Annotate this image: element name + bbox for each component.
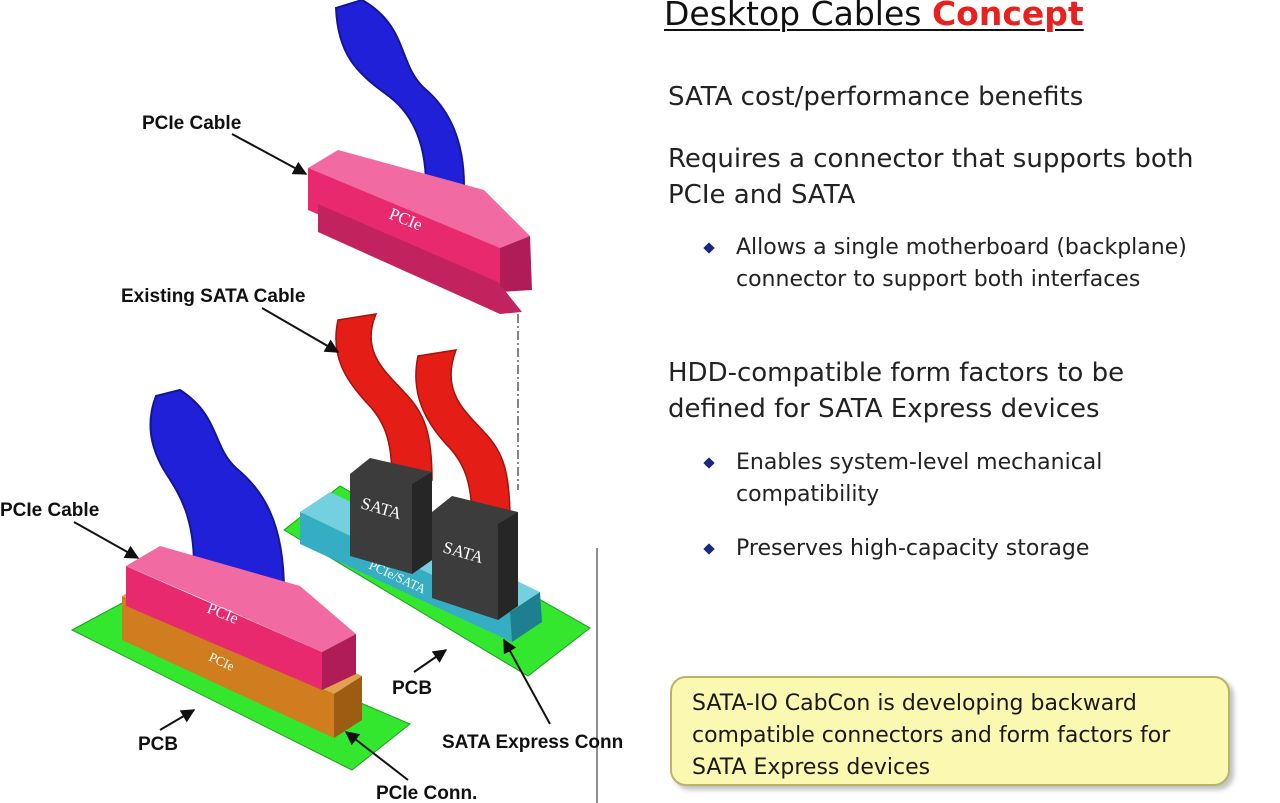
point-3: HDD-compatible form factors to be define…	[668, 358, 1125, 424]
label-pcie-cable-top: PCIe Cable	[142, 113, 241, 134]
label-pcie-conn: PCIe Conn.	[376, 783, 477, 803]
point-2: Requires a connector that supports both …	[668, 144, 1194, 210]
sata-cable-1	[335, 313, 433, 481]
arrow-pcie-conn	[344, 731, 409, 781]
bullet-diamond-icon	[703, 543, 715, 555]
title-part1: Desktop Cables	[664, 0, 932, 33]
point-1: SATA cost/performance benefits	[668, 82, 1084, 112]
arrow-pcb-right	[413, 649, 448, 673]
arrow-pcie-cable-left	[73, 521, 140, 559]
callout-text: SATA-IO CabCon is developing backward co…	[692, 691, 1171, 780]
slide-title: Desktop Cables Concept	[664, 0, 1084, 32]
arrow-pcie-cable-top	[231, 133, 308, 175]
top-pcie-assembly: PCIe	[308, 0, 532, 314]
bullet-diamond-icon	[703, 242, 715, 254]
top-pcie-connector-front	[308, 168, 500, 292]
callout-box: SATA-IO CabCon is developing backward co…	[670, 676, 1230, 786]
point-2-sub-1: Allows a single motherboard (backplane) …	[736, 235, 1187, 292]
left-pcie-connector-top	[126, 546, 356, 652]
arrow-pcb-left	[159, 709, 196, 731]
pcie-conn-side	[334, 676, 362, 738]
bullet-diamond-icon	[703, 457, 715, 469]
point-3-sub-2: Preserves high-capacity storage	[736, 536, 1090, 561]
title-part2: Concept	[931, 0, 1084, 33]
top-pcie-connector-lower	[318, 204, 522, 314]
left-pcie-connector-front	[126, 566, 322, 690]
sata-connector-1	[350, 458, 432, 574]
arrow-sata-express-conn	[503, 638, 551, 725]
top-pcie-connector-top	[308, 150, 530, 248]
left-pcie-connector-side	[322, 634, 356, 690]
sata-connector-1-shade	[412, 472, 432, 574]
top-pcie-connector-side	[500, 236, 532, 292]
arrow-existing-sata-cable	[261, 307, 340, 353]
label-existing-sata-cable: Existing SATA Cable	[121, 286, 305, 307]
sata-connector-2	[432, 496, 518, 620]
sata-express-connector-side	[510, 592, 542, 642]
cable-connector-illustration: PCIe PCIe/SATA SATA SATA PCIe PCIe PCIe …	[0, 0, 623, 803]
pcie-conn-front	[122, 596, 334, 738]
point-3-sub-1: Enables system-level mechanical compatib…	[736, 450, 1103, 507]
sata-connector-2-shade	[498, 512, 518, 620]
left-pcie-assembly: PCIe PCIe	[70, 388, 411, 771]
label-pcb-right: PCB	[392, 678, 432, 699]
label-sata-express-conn: SATA Express Conn	[442, 732, 623, 753]
label-pcb-left: PCB	[138, 734, 178, 755]
label-pcie-cable-left: PCIe Cable	[0, 500, 99, 521]
sata-express-assembly: PCIe/SATA SATA SATA	[283, 313, 591, 677]
